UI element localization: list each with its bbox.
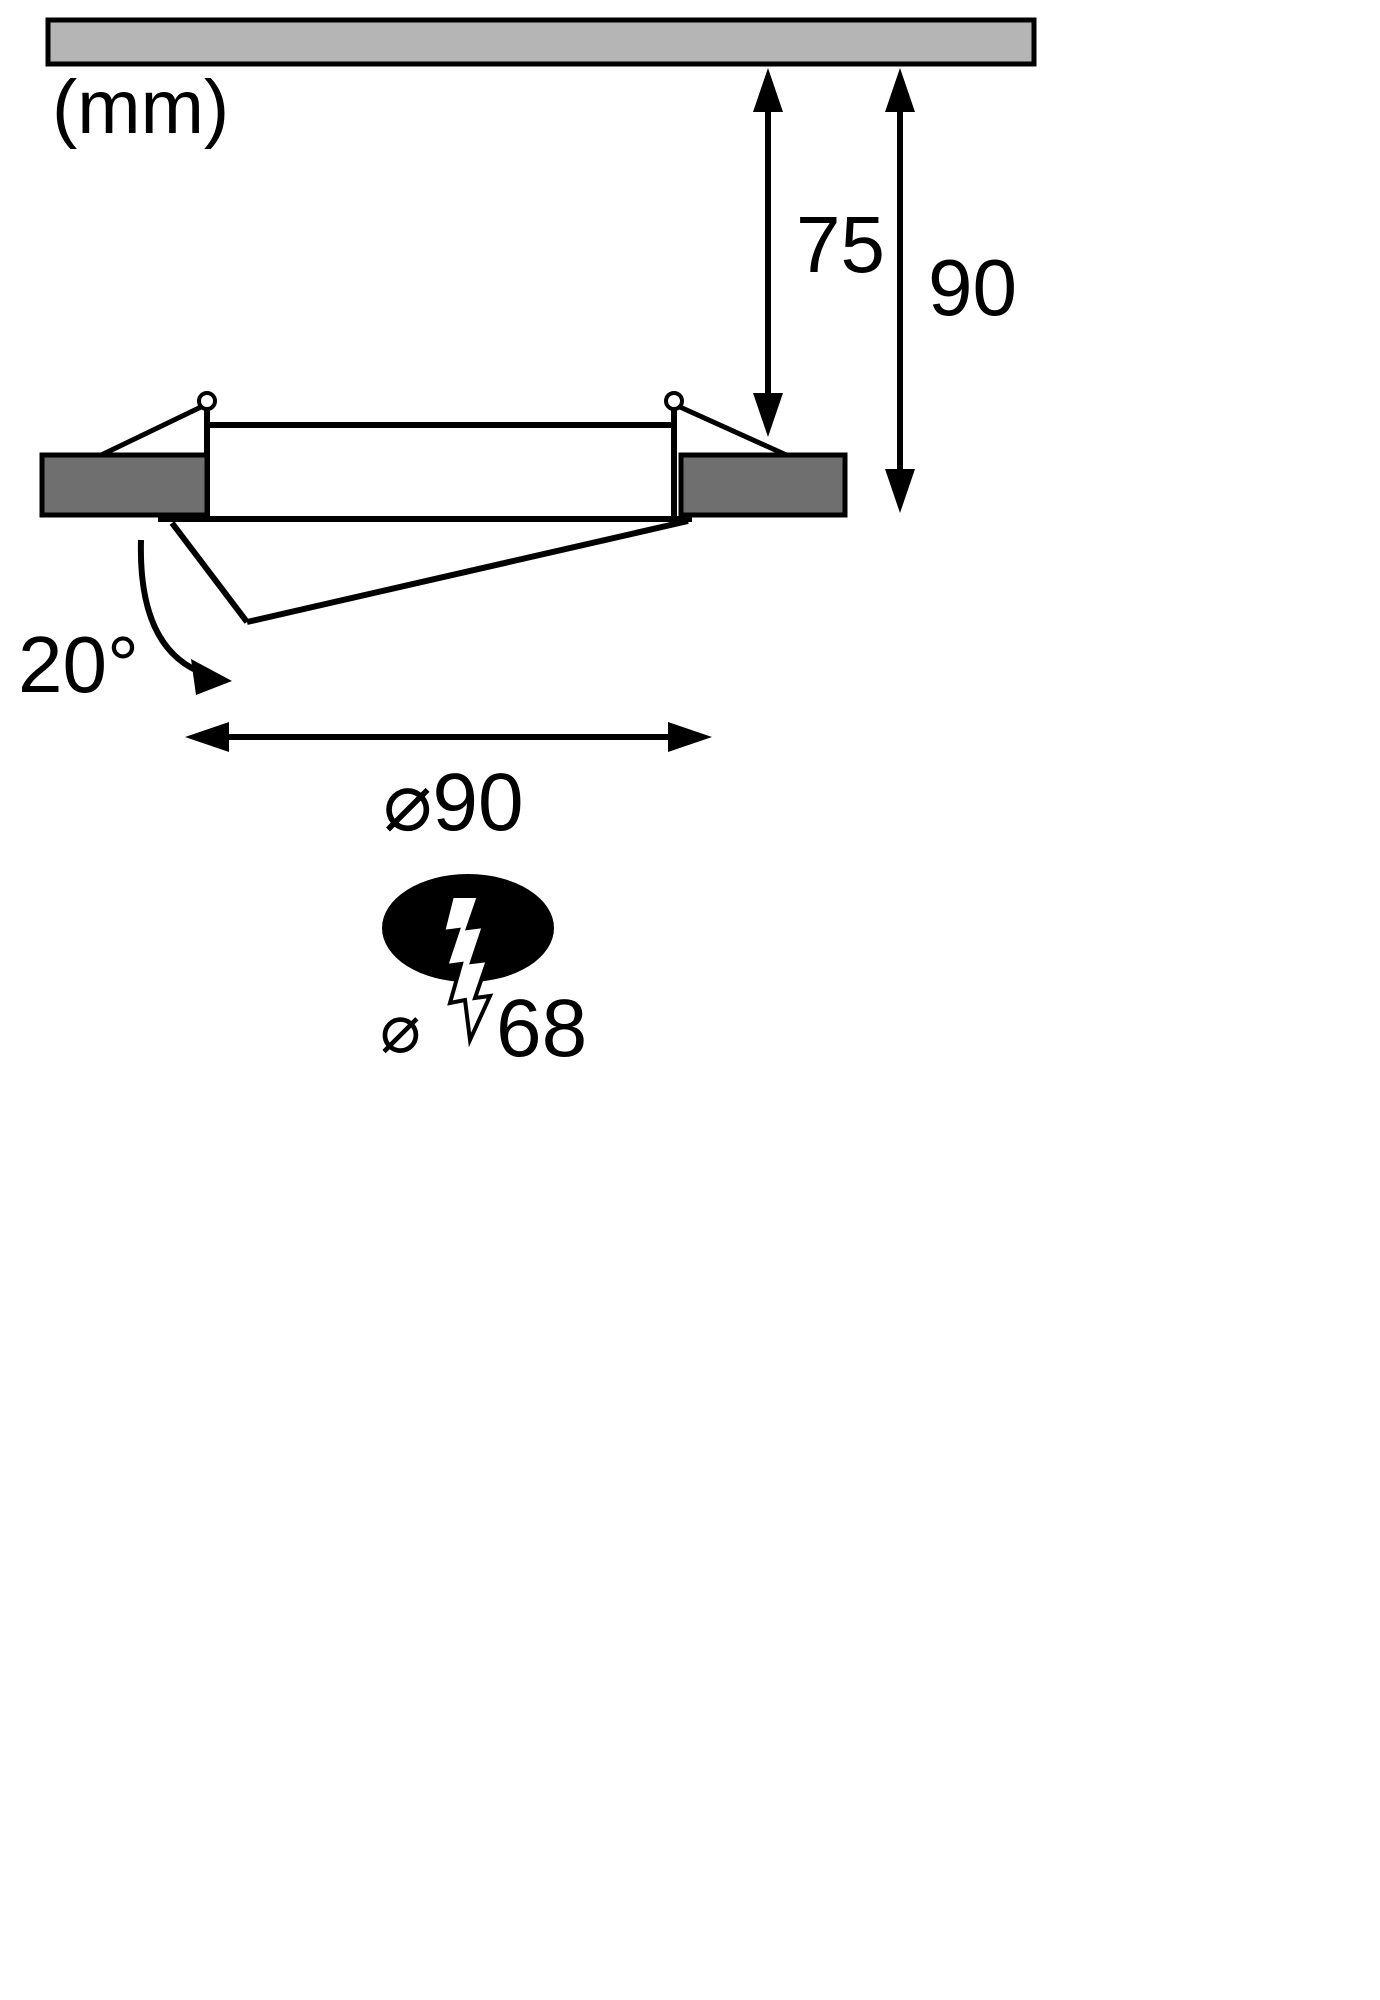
spring-pivot-right-icon bbox=[664, 391, 684, 411]
dim-75-arrow-up-icon bbox=[753, 68, 783, 112]
spring-clip-right bbox=[678, 404, 795, 461]
trim-block-right bbox=[678, 452, 848, 518]
lightning-bolt-icon bbox=[440, 894, 494, 1048]
tilt-arrowhead-icon bbox=[191, 659, 232, 695]
dim-90-arrow-down-icon bbox=[885, 469, 915, 513]
outer-diameter-label: ⌀90 bbox=[383, 757, 524, 848]
dim-75-arrow-down-icon bbox=[753, 393, 783, 437]
unit-label: (mm) bbox=[52, 65, 229, 150]
tilt-angle-label: 20° bbox=[18, 620, 139, 709]
dim-90-label: 90 bbox=[928, 243, 1017, 332]
dim-75-label: 75 bbox=[796, 200, 885, 289]
tilt-angle-indicator: 20° bbox=[18, 539, 232, 709]
ceiling-bar bbox=[45, 17, 1037, 67]
dim-90-arrow-up-icon bbox=[885, 68, 915, 112]
tilted-lamp-bottom-edge bbox=[246, 518, 689, 625]
dimension-outer-diameter: ⌀90 bbox=[185, 722, 712, 848]
tilt-arc bbox=[137, 539, 207, 677]
tilted-lamp-left-edge bbox=[169, 521, 250, 624]
dim-90dia-arrow-right-icon bbox=[668, 722, 712, 752]
cutout-diameter-value: 68 bbox=[496, 983, 587, 1074]
spring-clip-left bbox=[93, 404, 203, 461]
cutout-symbol: ⌀ 68 bbox=[380, 874, 587, 1074]
dim-90dia-arrow-left-icon bbox=[185, 722, 229, 752]
trim-block-left bbox=[39, 452, 210, 518]
dimension-90: 90 bbox=[885, 68, 1017, 513]
cutout-diameter-symbol: ⌀ bbox=[380, 991, 421, 1067]
dimension-75: 75 bbox=[753, 68, 885, 437]
fixture-cross-section bbox=[39, 391, 848, 625]
spring-pivot-left-icon bbox=[197, 391, 217, 411]
